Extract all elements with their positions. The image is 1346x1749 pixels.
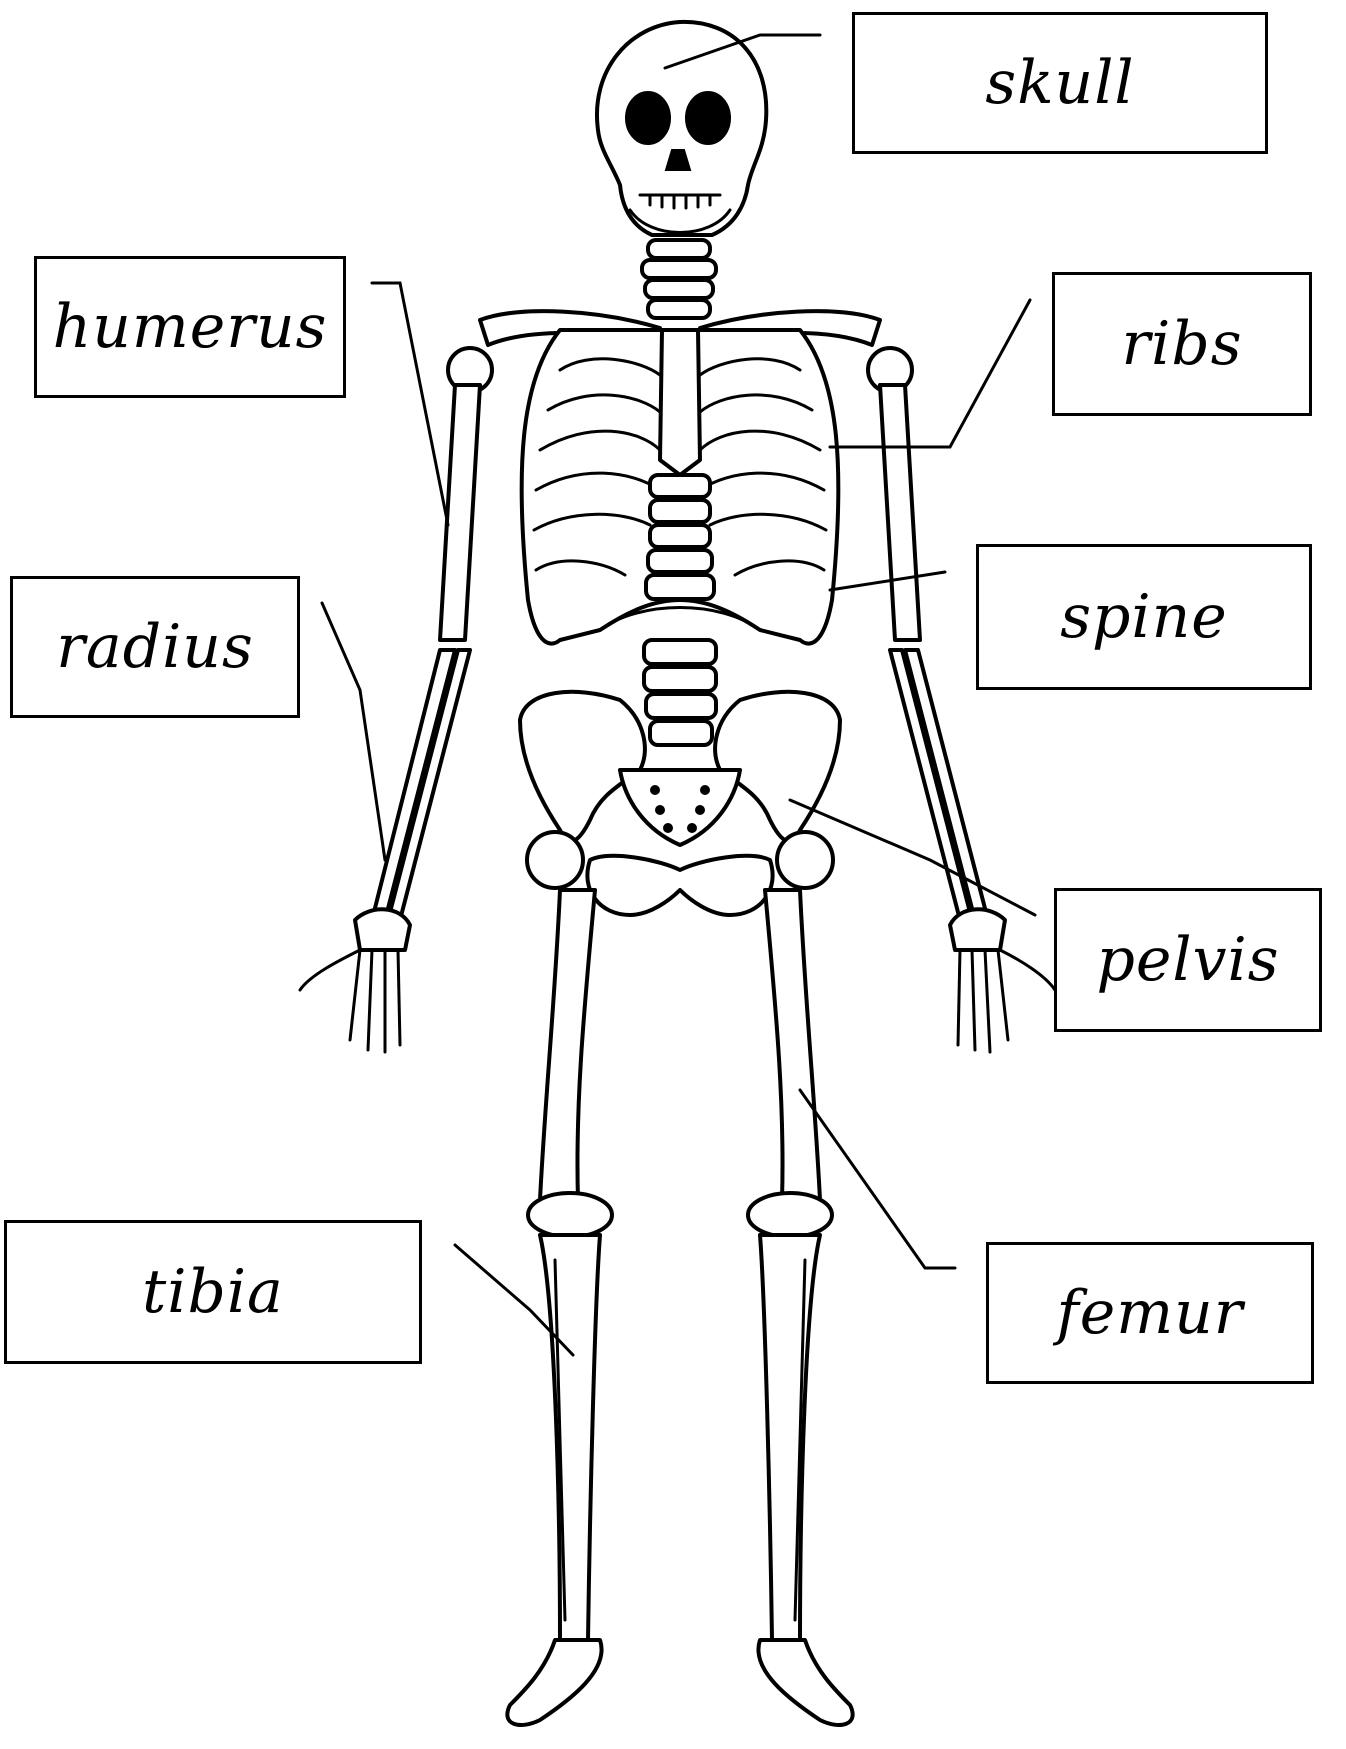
label-pelvis: pelvis [1097,925,1280,995]
leader-line-femur [800,1090,955,1268]
left-arm-drawing [300,348,492,1052]
label-tibia: tibia [142,1257,284,1327]
label-skull: skull [985,48,1134,118]
label-radius: radius [56,612,253,682]
label-box-skull: skull [852,12,1268,154]
right-leg-drawing [748,890,853,1725]
label-humerus: humerus [53,292,328,362]
label-ribs: ribs [1121,309,1242,379]
label-box-ribs: ribs [1052,272,1312,416]
leader-line-spine [830,572,945,590]
label-box-spine: spine [976,544,1312,690]
label-box-tibia: tibia [4,1220,422,1364]
right-arm-drawing [868,348,1055,1052]
label-box-pelvis: pelvis [1054,888,1322,1032]
label-box-radius: radius [10,576,300,718]
leader-line-radius [322,603,385,860]
label-box-femur: femur [986,1242,1314,1384]
label-spine: spine [1060,582,1228,652]
left-leg-drawing [507,890,612,1725]
label-box-humerus: humerus [34,256,346,398]
leader-line-humerus [372,283,448,525]
neck-drawing [642,240,716,318]
label-femur: femur [1057,1278,1244,1348]
skull-drawing [597,22,766,235]
